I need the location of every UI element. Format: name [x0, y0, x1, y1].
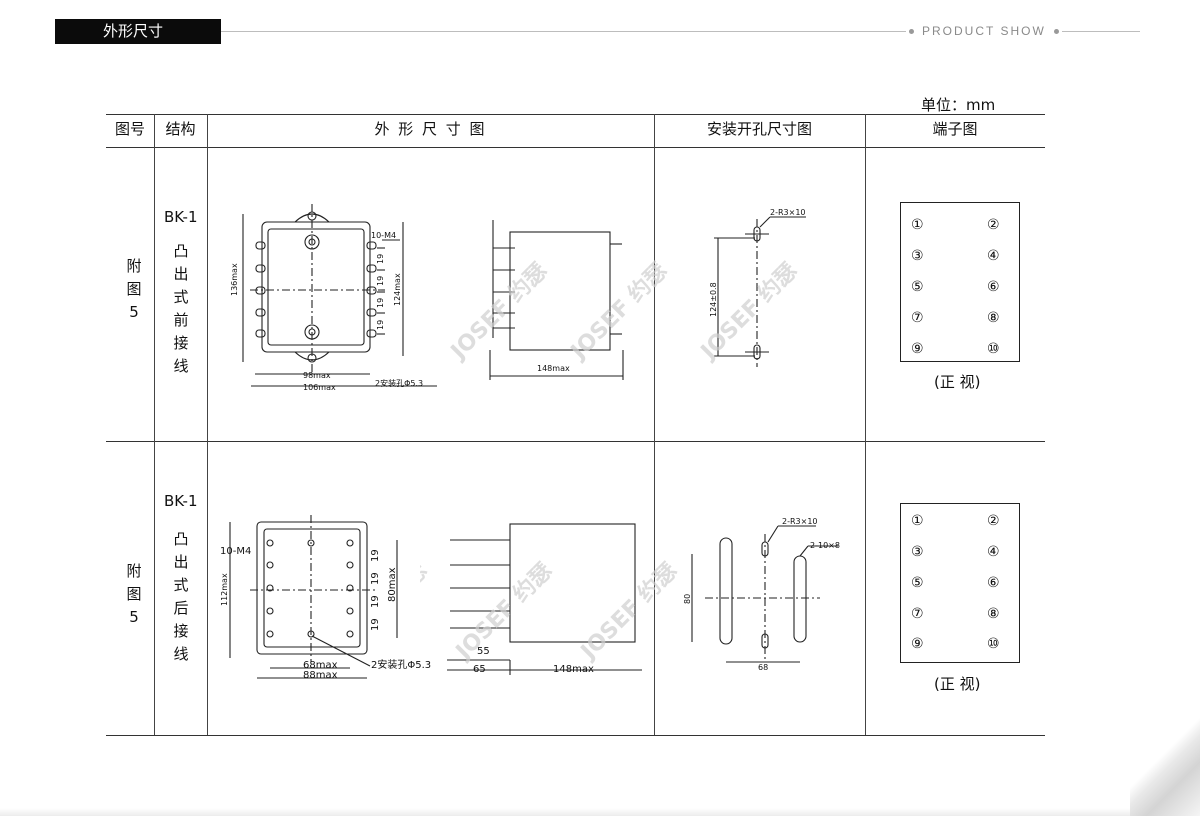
- model-name: BK-1: [164, 492, 198, 510]
- dim-label: 80: [683, 594, 692, 604]
- dim-label: 19: [370, 549, 381, 562]
- dim-label: 19: [370, 618, 381, 631]
- structure-text: 凸出式后接线: [173, 530, 189, 663]
- page-shadow: [0, 808, 1200, 816]
- view-caption: (正 视): [934, 675, 981, 693]
- dim-label: 106max: [303, 383, 336, 392]
- dim-label: 80max: [387, 567, 398, 602]
- model-name: BK-1: [164, 208, 198, 226]
- terminal-10: ⑩: [987, 636, 1000, 652]
- terminal-9: ⑨: [911, 636, 924, 652]
- dim-label: 19: [370, 572, 381, 585]
- dim-label: 65: [473, 664, 486, 675]
- watermark-text: JOSEF 约瑟: [694, 258, 802, 366]
- terminal-7: ⑦: [911, 606, 924, 622]
- terminal-6: ⑥: [987, 279, 1000, 295]
- dim-label: 68max: [303, 660, 338, 671]
- dim-label: 19: [376, 298, 385, 308]
- terminal-2: ②: [987, 217, 1000, 233]
- terminal-3: ③: [911, 248, 924, 264]
- terminal-1: ①: [911, 513, 924, 529]
- outline-drawing-rear: 10-M4 112max 80max 19 19 19 19 68max 88m…: [220, 515, 642, 681]
- dim-label: 68: [758, 663, 768, 672]
- cutout-drawing-front: 2-R3×10 124±0.8: [709, 208, 806, 367]
- terminal-1: ①: [911, 217, 924, 233]
- header-rule: [1062, 31, 1140, 32]
- terminal-3: ③: [911, 544, 924, 560]
- terminal-2: ②: [987, 513, 1000, 529]
- watermark-text: JOSEF 约瑟: [449, 558, 557, 666]
- terminal-5: ⑤: [911, 575, 924, 591]
- watermark-text: JOSEF 约瑟: [574, 558, 682, 666]
- watermark-text: JOSEF 约瑟: [420, 558, 432, 666]
- dim-label: 124±0.8: [709, 282, 718, 317]
- dim-label: 19: [370, 595, 381, 608]
- terminal-10: ⑩: [987, 341, 1000, 357]
- brand-label: PRODUCT SHOW: [922, 24, 1046, 38]
- dim-label: 2-R3×10: [770, 208, 806, 217]
- terminal-7: ⑦: [911, 310, 924, 326]
- unit-label: 单位：mm: [921, 96, 996, 114]
- header-dot: [909, 29, 914, 34]
- terminal-6: ⑥: [987, 575, 1000, 591]
- dim-label: 148max: [537, 364, 570, 373]
- dim-label: 88max: [303, 670, 338, 681]
- dim-label: 2-R3×10: [782, 517, 818, 526]
- dim-label: 2安装孔Φ5.3: [375, 378, 423, 388]
- header-terminal: 端子图: [932, 120, 978, 138]
- page-curl: [1130, 706, 1200, 816]
- dim-label: 98max: [303, 371, 331, 380]
- cutout-drawing-rear: 2-R3×10 2-10×87 80 68: [683, 517, 840, 672]
- structure-text: 凸出式前接线: [173, 242, 189, 375]
- dim-label: 55: [477, 646, 490, 657]
- header-structure: 结构: [165, 120, 196, 138]
- watermark-text: JOSEF 约瑟: [564, 258, 672, 366]
- section-title: 外形尺寸: [55, 19, 221, 44]
- header-cutout: 安装开孔尺寸图: [706, 120, 812, 138]
- terminal-diagram: [900, 503, 1020, 663]
- outline-drawing-front: 10-M4 136max 124max 19 19 19 19 98max 10…: [230, 204, 624, 392]
- dim-label: 19: [376, 276, 385, 286]
- terminal-4: ④: [987, 544, 1000, 560]
- dim-label: 10-M4: [371, 231, 396, 240]
- header-figure-no: 图号: [114, 120, 145, 138]
- dim-label: 2安装孔Φ5.3: [371, 658, 431, 671]
- watermark-text: JOSEF 约瑟: [444, 258, 552, 366]
- terminal-4: ④: [987, 248, 1000, 264]
- view-caption: (正 视): [934, 373, 981, 391]
- dim-label: 2-10×87: [810, 541, 840, 550]
- dim-label: 10-M4: [220, 546, 251, 557]
- header-dot: [1054, 29, 1059, 34]
- dim-label: 112max: [220, 573, 229, 606]
- dim-label: 136max: [230, 263, 239, 296]
- dim-label: 19: [376, 254, 385, 264]
- terminal-diagram: [900, 202, 1020, 362]
- terminal-5: ⑤: [911, 279, 924, 295]
- terminal-8: ⑧: [987, 310, 1000, 326]
- watermark: JOSEF 约瑟 JOSEF 约瑟 JOSEF 约瑟 JOSEF 约瑟 JOSE…: [420, 258, 802, 666]
- terminal-8: ⑧: [987, 606, 1000, 622]
- dim-label: 148max: [553, 664, 594, 675]
- dim-label: 19: [376, 320, 385, 330]
- dim-label: 124max: [393, 273, 402, 306]
- terminal-9: ⑨: [911, 341, 924, 357]
- header-outline: 外 形 尺 寸 图: [374, 120, 487, 138]
- header-rule: [221, 31, 906, 32]
